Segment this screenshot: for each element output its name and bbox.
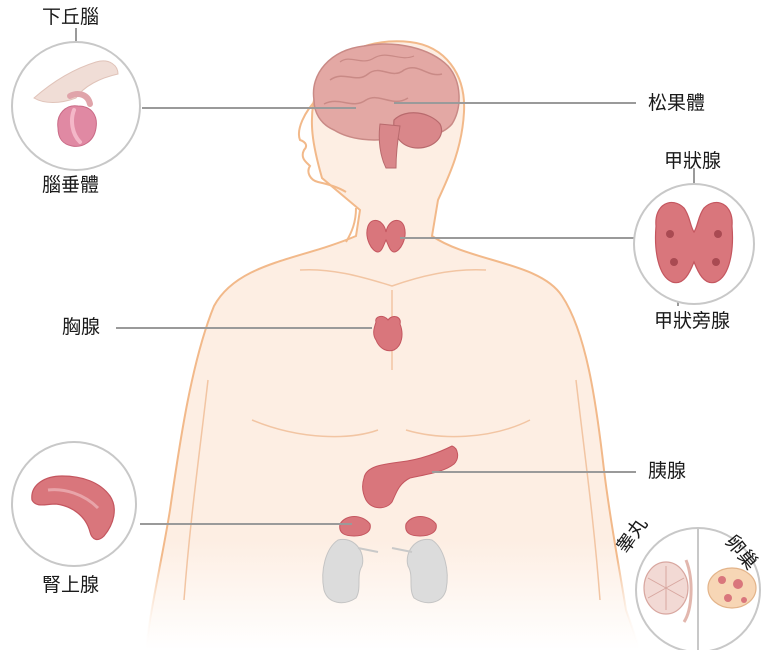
label-pituitary: 腦垂體 [42, 176, 99, 195]
label-adrenal: 腎上腺 [42, 576, 99, 595]
label-hypothalamus: 下丘腦 [42, 8, 99, 27]
label-pancreas: 胰腺 [648, 462, 686, 481]
inset-thyroid [634, 184, 754, 304]
label-parathyroid: 甲狀旁腺 [654, 312, 730, 331]
label-pineal: 松果體 [648, 94, 705, 113]
inset-pituitary [12, 42, 140, 170]
inset-adrenal [12, 442, 136, 566]
label-thymus: 胸腺 [62, 318, 100, 337]
label-thyroid: 甲狀腺 [664, 152, 721, 171]
